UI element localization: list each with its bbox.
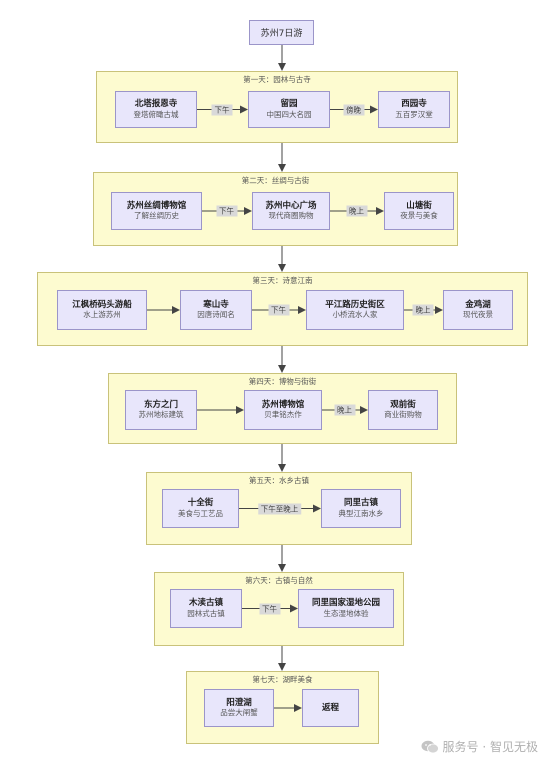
place-description: 中国四大名园 xyxy=(266,109,312,119)
place-description: 品尝大闸蟹 xyxy=(220,708,258,718)
edge-time-label: 下午 xyxy=(268,304,289,316)
edge-time-label: 下午 xyxy=(216,205,237,217)
day-label: 第六天：古镇与自然 xyxy=(245,576,313,585)
place-name: 苏州丝绸博物馆 xyxy=(126,200,187,211)
edge-time-label: 晚上 xyxy=(346,205,367,217)
place-node: 同里国家湿地公园生态湿地体验 xyxy=(298,589,394,628)
place-name: 十全街 xyxy=(187,498,214,509)
place-name: 返程 xyxy=(321,702,339,713)
place-description: 水上游苏州 xyxy=(83,310,121,320)
place-node: 返程 xyxy=(302,689,359,727)
place-description: 现代商圈购物 xyxy=(268,211,314,221)
place-node: 东方之门苏州地标建筑 xyxy=(125,390,197,430)
place-node: 北塔报恩寺登塔俯瞰古城 xyxy=(115,91,197,128)
place-name: 西园寺 xyxy=(401,99,427,110)
place-node: 山塘街夜景与美食 xyxy=(384,192,454,230)
place-name: 江枫桥码头游船 xyxy=(72,299,132,310)
place-name: 观前街 xyxy=(390,399,416,410)
edge-time-label: 晚上 xyxy=(412,304,434,316)
place-name: 寒山寺 xyxy=(203,299,229,310)
place-node: 平江路历史街区小桥流水人家 xyxy=(306,290,404,330)
place-node: 同里古镇典型江南水乡 xyxy=(321,489,401,528)
place-name: 山塘街 xyxy=(406,200,432,211)
place-description: 贝聿铭杰作 xyxy=(264,410,302,420)
place-name: 平江路历史街区 xyxy=(325,299,385,310)
place-node: 西园寺五百罗汉堂 xyxy=(378,91,450,128)
place-node: 江枫桥码头游船水上游苏州 xyxy=(57,290,147,330)
watermark: 服务号 · 智见无极 xyxy=(421,738,538,755)
place-node: 金鸡湖现代夜景 xyxy=(443,290,513,330)
place-description: 园林式古镇 xyxy=(187,608,225,618)
place-name: 苏州中心广场 xyxy=(265,200,317,211)
day-label: 第一天：园林与古寺 xyxy=(243,75,311,84)
place-node: 十全街美食与工艺品 xyxy=(162,489,239,528)
place-node: 苏州博物馆贝聿铭杰作 xyxy=(244,390,322,430)
edge-time-label: 下午 xyxy=(259,603,280,614)
place-node: 苏州丝绸博物馆了解丝绸历史 xyxy=(111,192,202,230)
place-description: 苏州地标建筑 xyxy=(138,410,184,420)
place-name: 金鸡湖 xyxy=(465,299,491,310)
place-node: 阳澄湖品尝大闸蟹 xyxy=(204,689,274,727)
watermark-text: 服务号 · 智见无极 xyxy=(442,740,538,754)
place-description: 登塔俯瞰古城 xyxy=(133,109,179,119)
place-name: 北塔报恩寺 xyxy=(134,99,178,110)
place-description: 现代夜景 xyxy=(463,310,493,320)
place-name: 东方之门 xyxy=(143,399,178,410)
day-label: 第五天：水乡古镇 xyxy=(249,476,309,485)
place-node: 观前街商业街购物 xyxy=(368,390,438,430)
day-label: 第四天：博物与街街 xyxy=(248,377,317,386)
place-node: 苏州中心广场现代商圈购物 xyxy=(252,192,330,230)
place-name: 同里古镇 xyxy=(343,498,378,509)
place-description: 小桥流水人家 xyxy=(332,310,378,320)
place-description: 生态湿地体验 xyxy=(323,608,369,618)
edge-time-label: 晚上 xyxy=(334,404,355,416)
place-node: 留园中国四大名园 xyxy=(248,91,330,128)
place-node: 寒山寺因唐诗闻名 xyxy=(180,290,252,330)
place-description: 商业街购物 xyxy=(384,410,422,420)
place-name: 木渎古镇 xyxy=(188,598,223,609)
day-label: 第二天：丝绸与古街 xyxy=(241,176,310,185)
place-description: 夜景与美食 xyxy=(400,211,438,221)
day-label: 第七天：湖畔美食 xyxy=(252,675,313,684)
title-node: 苏州7日游 xyxy=(249,20,314,45)
place-node: 木渎古镇园林式古镇 xyxy=(170,589,242,628)
day-label: 第三天：诗意江南 xyxy=(252,276,313,285)
edge-time-label: 傍晚 xyxy=(343,104,364,115)
place-description: 了解丝绸历史 xyxy=(134,211,179,221)
place-description: 美食与工艺品 xyxy=(178,508,223,518)
edge-time-label: 下午 xyxy=(211,104,233,115)
edge-time-label: 下午至晚上 xyxy=(257,503,302,514)
place-name: 阳澄湖 xyxy=(226,697,252,708)
place-description: 典型江南水乡 xyxy=(338,508,384,518)
place-description: 因唐诗闻名 xyxy=(197,310,235,320)
place-name: 同里国家湿地公园 xyxy=(311,598,380,609)
place-name: 苏州博物馆 xyxy=(261,399,305,410)
place-name: 留园 xyxy=(280,99,298,110)
place-description: 五百罗汉堂 xyxy=(395,109,433,119)
wechat-icon xyxy=(421,740,439,753)
